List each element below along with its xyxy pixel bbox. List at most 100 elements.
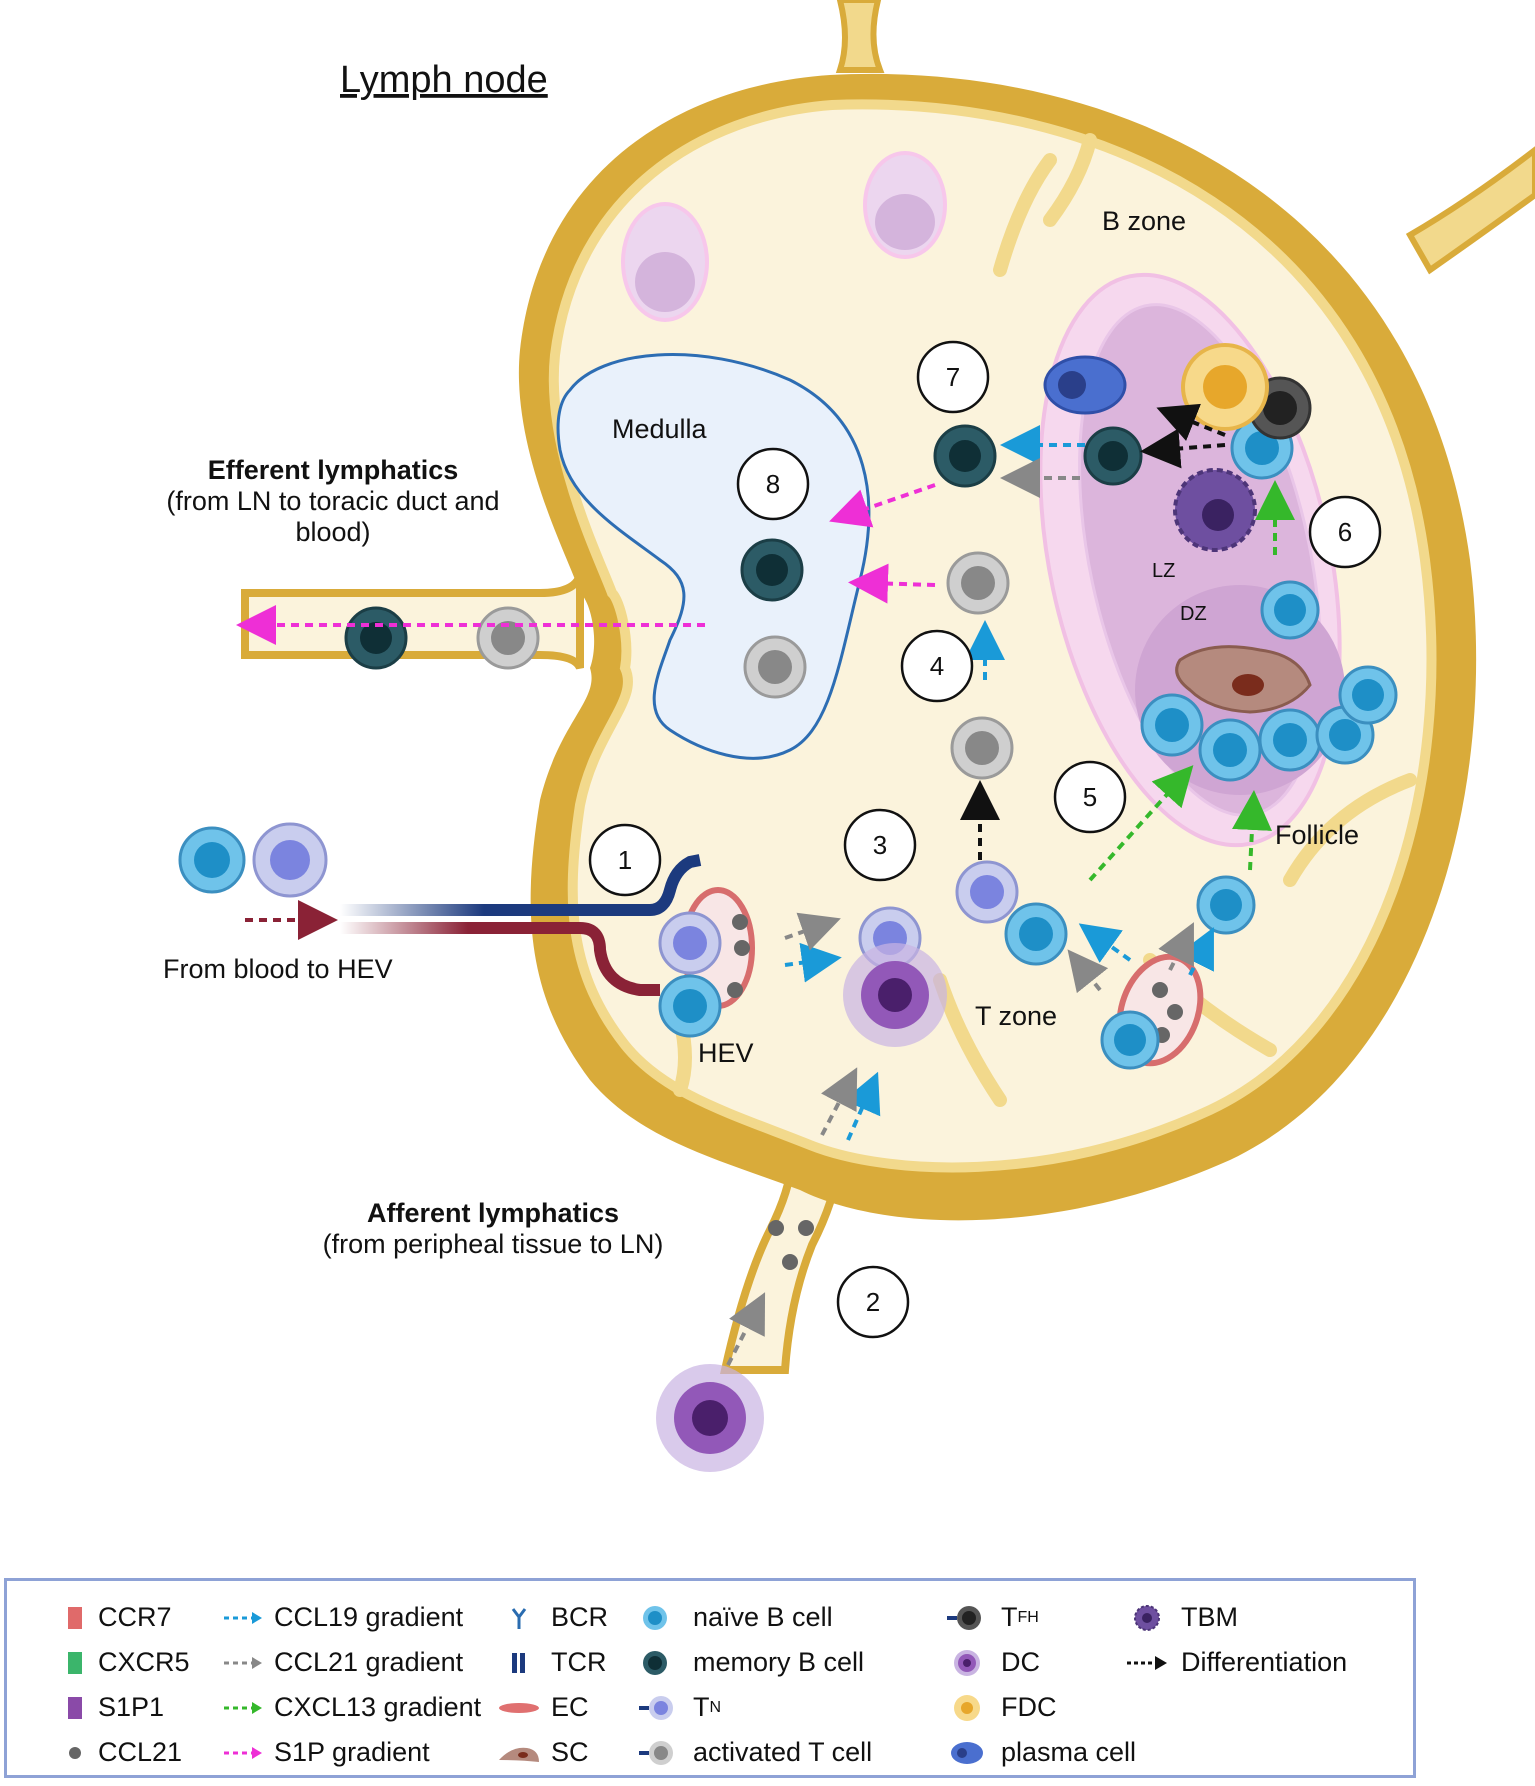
svg-text:4: 4 [930,651,944,681]
legend-item: BCR [497,1595,608,1640]
svg-text:5: 5 [1083,782,1097,812]
legend-item: DC [945,1640,1136,1685]
svg-text:6: 6 [1338,517,1352,547]
memory-b-cell [344,606,408,670]
sc-icon [499,1747,539,1762]
step-8: 8 [736,447,810,521]
step-3: 3 [843,808,917,882]
ccl19-arrows [784,425,1214,1141]
svg-text:2: 2 [866,1287,880,1317]
legend-item: CXCL13 gradient [222,1685,481,1730]
legend-item: activated T cell [637,1730,872,1775]
bcr-icon [511,1607,527,1629]
legend-item: S1P gradient [222,1730,481,1775]
ccl19-arrow-icon [224,1611,262,1624]
legend-item: CCR7 [62,1595,190,1640]
naive-b-cell [658,974,722,1038]
primary-follicles [621,151,947,322]
dc-cell [843,943,947,1047]
legend-item: CXCR5 [62,1640,190,1685]
plasma-cell-icon [951,1741,983,1764]
memory-b-cell [740,538,804,602]
afferent-subtitle: (from peripheal tissue to LN) [323,1229,664,1259]
memory-b-cell [1083,426,1143,486]
s1p-arrows [236,483,936,645]
afferent-title: Afferent lymphatics [367,1198,619,1228]
lz-label: LZ [1152,560,1175,582]
s1p-arrow-icon [224,1746,262,1759]
tcr-icon [512,1652,525,1673]
legend-item: plasma cell [945,1730,1136,1775]
activated-t-cell [476,606,540,670]
legend-item: FDC [945,1685,1136,1730]
legend-item: Differentiation [1125,1640,1347,1685]
naive-t-cell [252,822,328,898]
activated-t-cell [950,716,1014,780]
step-4: 4 [900,629,974,703]
legend-item: SC [497,1730,608,1775]
legend-item: CCL21 gradient [222,1640,481,1685]
diagram-title: Lymph node [340,59,548,101]
blood-vessels [340,854,702,996]
ec-icon [499,1702,539,1713]
svg-text:1: 1 [618,845,632,875]
ccl21-dot-icon [69,1746,81,1759]
memory-b-cell-icon [643,1650,667,1675]
legend-item: TBM [1125,1595,1347,1640]
naive-b-cell-icon [643,1605,667,1630]
plasma-cell [1043,355,1127,415]
svg-text:8: 8 [766,469,780,499]
fdc-icon [954,1694,980,1721]
tbm-cell [1173,468,1257,552]
follicle-label: Follicle [1275,820,1359,850]
cxcl13-arrow-icon [224,1701,262,1714]
svg-text:7: 7 [946,362,960,392]
step-6: 6 [1308,495,1382,569]
memory-b-cell [933,424,997,488]
medulla-label: Medulla [612,414,708,444]
b-zone-label: B zone [1102,206,1186,236]
efferent-subtitle-1: (from LN to toracic duct and [166,486,499,516]
trabecula-top [835,0,885,73]
activated-t-cell-icon [639,1740,673,1765]
legend-receptors: CCR7 CXCR5 S1P1 CCL21 [62,1595,190,1775]
step-2: 2 [836,1265,910,1339]
trabecula-right [1405,146,1535,275]
step-7: 7 [916,340,990,414]
legend-item: TCR [497,1640,608,1685]
tfh-icon [947,1605,981,1630]
activated-t-cell [743,635,807,699]
fdc-cell [1181,343,1269,431]
legend-item: S1P1 [62,1685,190,1730]
ccr7-icon [68,1606,82,1629]
efferent-title: Efferent lymphatics [208,455,459,485]
hev-label: HEV [698,1038,754,1068]
from-blood-label: From blood to HEV [163,954,393,984]
ccl21-arrow-icon [224,1656,262,1669]
naive-t-cell [955,860,1019,924]
step-5: 5 [1053,760,1127,834]
legend-structures: BCR TCR EC SC [497,1595,608,1775]
ccl21-arrows [726,458,1194,1366]
efferent-subtitle-2: blood) [295,517,370,547]
naive-t-cell [658,911,722,975]
s1p1-icon [68,1696,82,1719]
naive-b-cell [1260,580,1320,640]
step-1: 1 [588,823,662,897]
legend-item: CCL21 [62,1730,190,1775]
tn-icon [639,1695,673,1720]
naive-b-cell [1100,1010,1160,1070]
legend-item: naïve B cell [637,1595,872,1640]
differentiation-arrow-icon [1127,1655,1167,1670]
legend-item: memory B cell [637,1640,872,1685]
naive-b-cell [1004,902,1068,966]
legend-gradients: CCL19 gradient CCL21 gradient CXCL13 gra… [222,1595,481,1775]
dc-cell [656,1364,764,1472]
legend: CCR7 CXCR5 S1P1 CCL21 CCL19 gradient CCL… [4,1578,1416,1778]
legend-item: CCL19 gradient [222,1595,481,1640]
naive-b-cell [1196,875,1256,935]
